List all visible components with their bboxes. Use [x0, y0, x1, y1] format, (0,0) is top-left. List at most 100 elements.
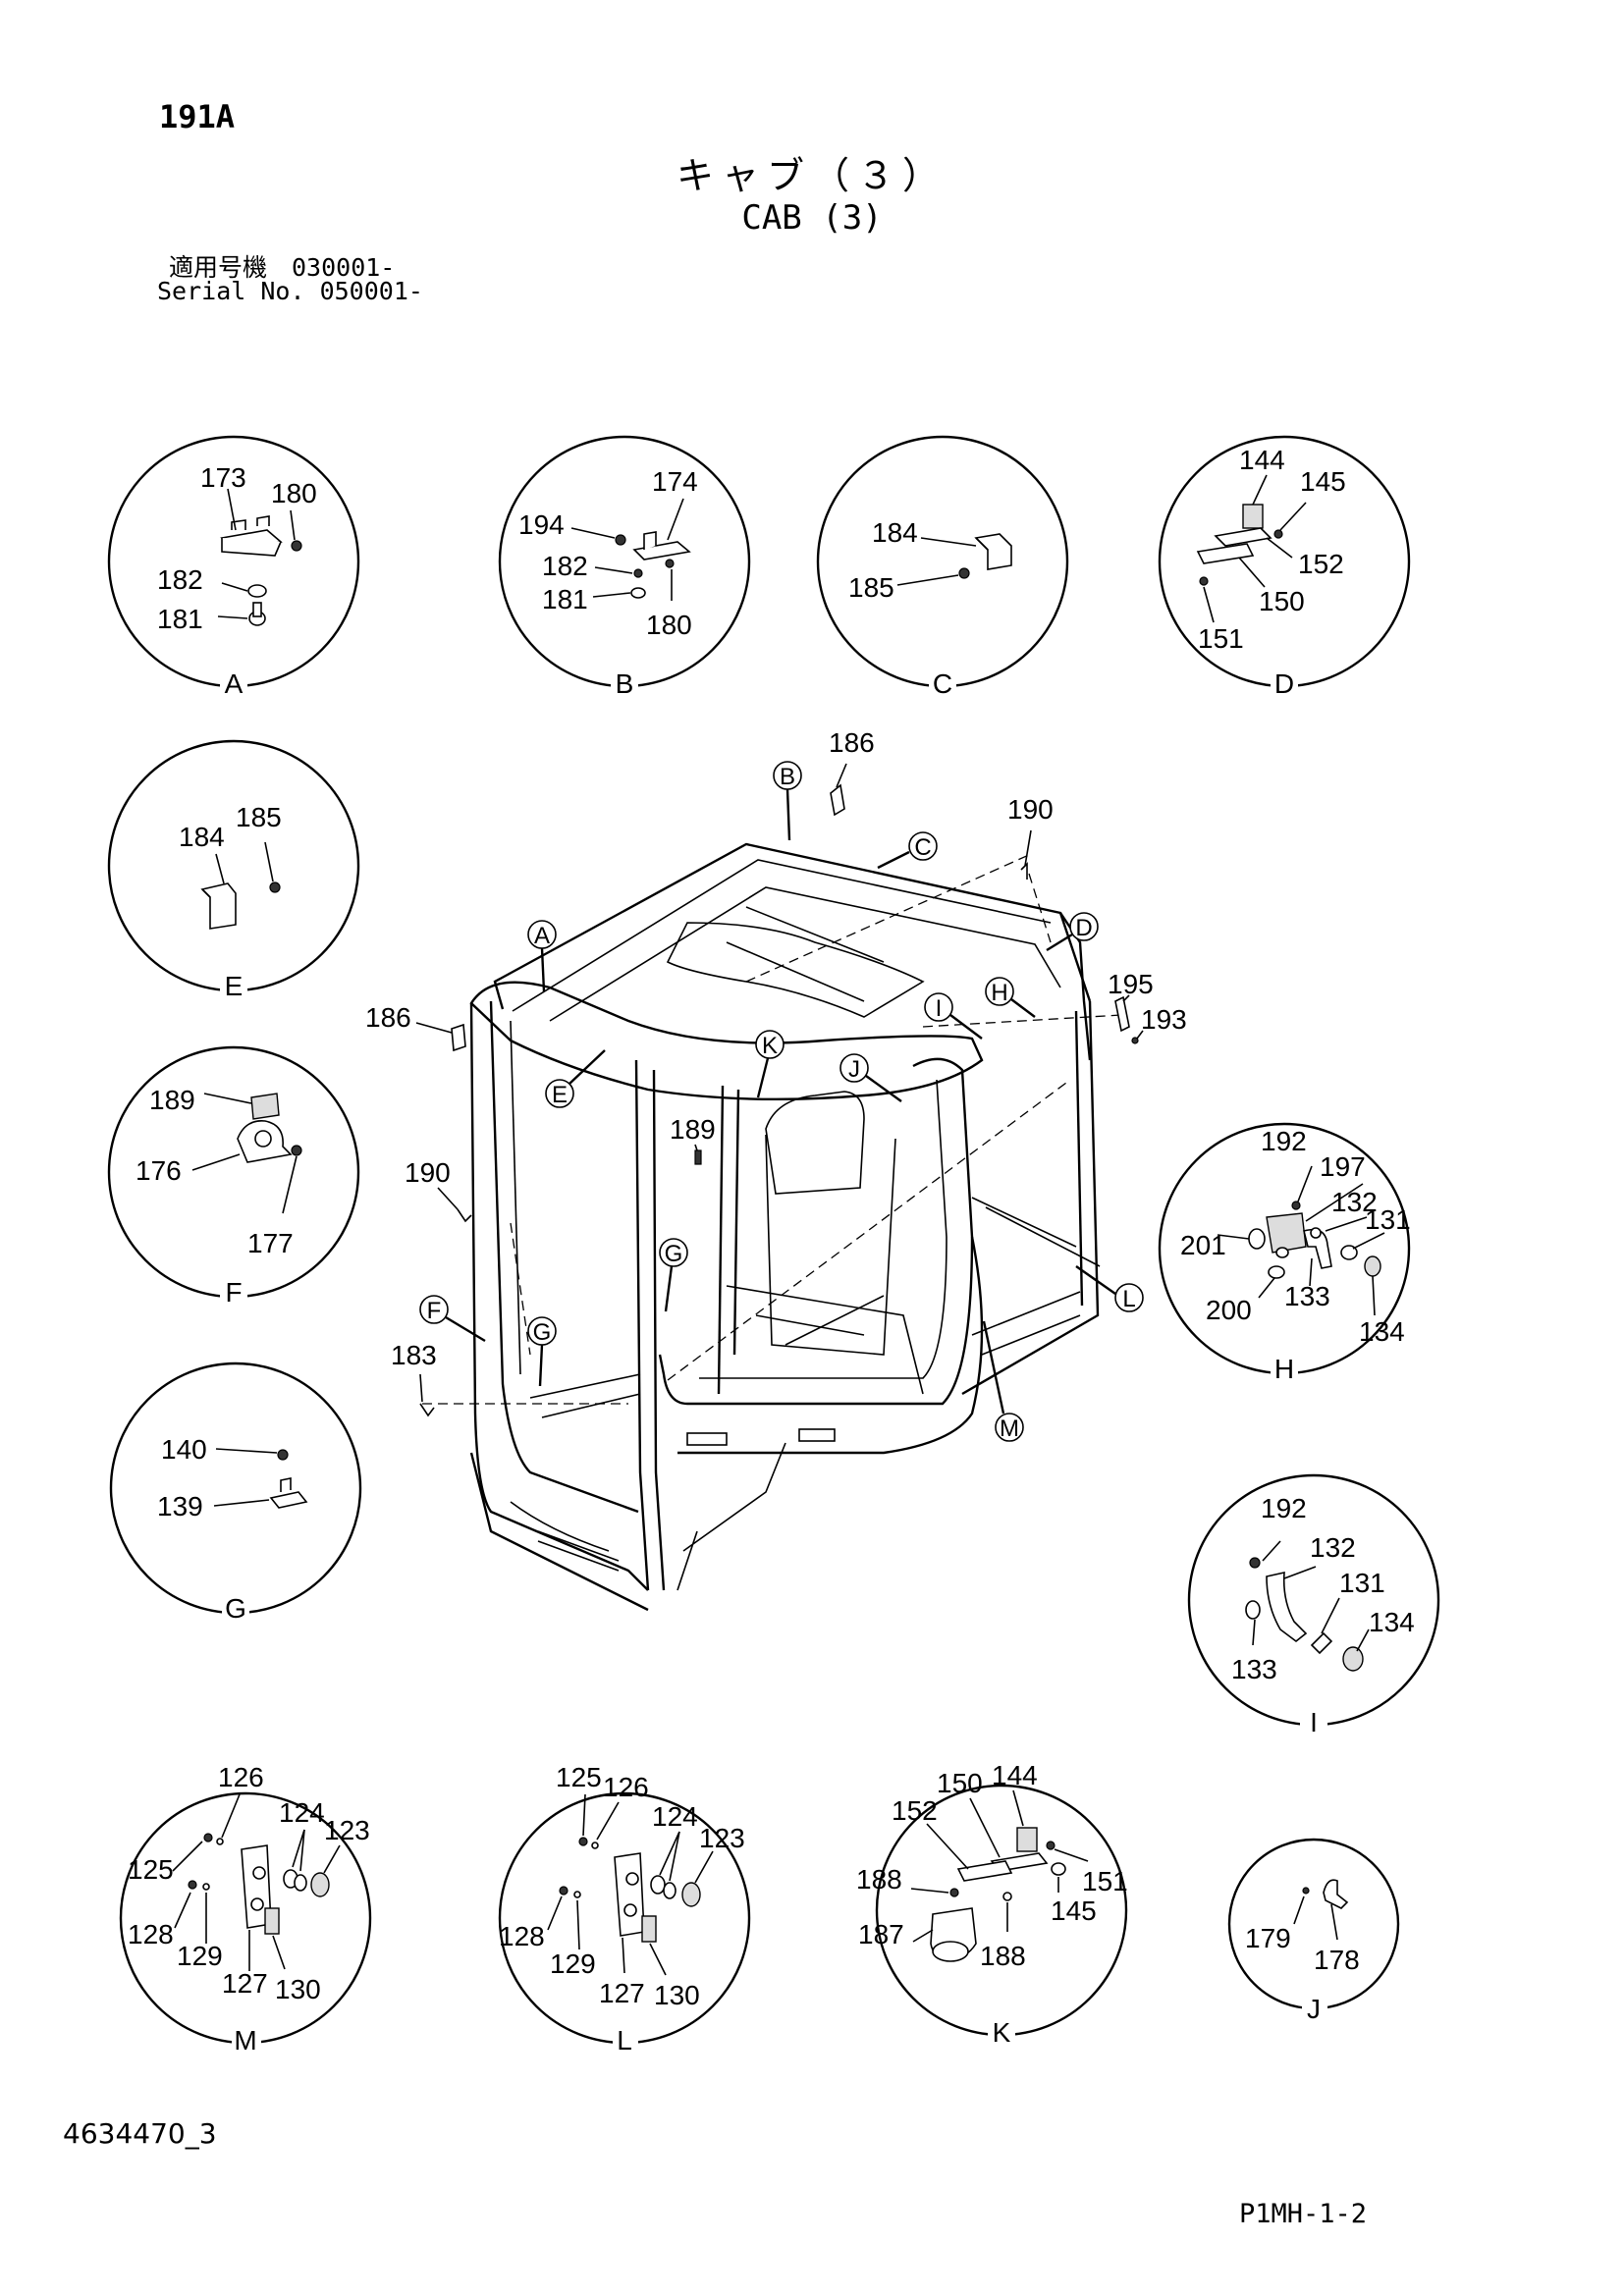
- part-number: 144: [1239, 445, 1285, 475]
- callout-m: M: [1000, 1415, 1019, 1442]
- part-number: 195: [1108, 969, 1154, 999]
- part-number: 194: [518, 509, 565, 540]
- part-number: 178: [1314, 1945, 1360, 1975]
- part-number: 185: [848, 572, 894, 603]
- part-number: 145: [1051, 1896, 1097, 1926]
- detail-k: K 144 150 152 188 151 145 187 188: [856, 1760, 1128, 2048]
- part-number: 124: [279, 1797, 325, 1828]
- part-number: 182: [157, 564, 203, 595]
- part-number: 129: [550, 1949, 596, 1979]
- part-number: 183: [391, 1340, 437, 1370]
- detail-label: H: [1274, 1354, 1294, 1384]
- detail-label: K: [993, 2017, 1011, 2048]
- callout-a: A: [534, 923, 550, 949]
- part-number: 152: [892, 1795, 938, 1826]
- callout-h: H: [991, 980, 1007, 1006]
- detail-label: D: [1274, 668, 1294, 699]
- detail-f: F 189 176 177: [107, 1045, 360, 1308]
- part-number: 190: [405, 1157, 451, 1188]
- part-number: 192: [1261, 1126, 1307, 1156]
- part-number: 134: [1359, 1316, 1405, 1347]
- part-number: 177: [247, 1228, 294, 1258]
- part-number: 130: [275, 1974, 321, 2004]
- part-number: 181: [542, 584, 588, 614]
- part-number: 188: [856, 1864, 902, 1895]
- part-number: 126: [218, 1762, 264, 1792]
- callout-b: B: [780, 764, 795, 790]
- detail-label: C: [933, 668, 952, 699]
- part-number: 139: [157, 1491, 203, 1522]
- detail-m: M 126 124 123 125 128 129 127 130: [119, 1762, 372, 2056]
- serial-range-en: Serial No. 050001-: [157, 277, 423, 305]
- detail-label: E: [225, 971, 244, 1001]
- part-number: 132: [1331, 1187, 1378, 1217]
- part-number: 173: [200, 462, 246, 493]
- detail-label: I: [1310, 1707, 1318, 1737]
- callout-k: K: [762, 1033, 778, 1059]
- part-number: 189: [149, 1085, 195, 1115]
- serial-range-jp: 適用号機 030001-: [169, 253, 396, 282]
- page-reference: P1MH-1-2: [1239, 2199, 1368, 2229]
- document-number: 4634470_3: [63, 2117, 217, 2150]
- detail-label: J: [1307, 1994, 1321, 2024]
- title-english: CAB (3): [741, 198, 883, 238]
- detail-i: I 192 132 131 134 133: [1187, 1473, 1440, 1737]
- part-number: 185: [236, 802, 282, 832]
- callout-f: F: [427, 1298, 442, 1324]
- detail-g: G 140 139: [109, 1362, 362, 1624]
- page-code: 191A: [159, 98, 236, 135]
- detail-label: G: [225, 1593, 246, 1624]
- detail-a: A 173 180 182 181: [107, 435, 360, 699]
- part-number: 150: [1259, 586, 1305, 616]
- detail-label: L: [617, 2025, 632, 2056]
- part-number: 184: [872, 517, 918, 548]
- part-number: 128: [499, 1921, 545, 1951]
- callout-j: J: [848, 1056, 860, 1083]
- part-number: 125: [556, 1762, 602, 1792]
- part-number: 193: [1141, 1004, 1187, 1035]
- part-number: 186: [365, 1002, 411, 1033]
- part-number: 200: [1206, 1295, 1252, 1325]
- part-number: 127: [222, 1968, 268, 1999]
- part-number: 152: [1298, 549, 1344, 579]
- part-number: 132: [1310, 1532, 1356, 1563]
- part-number: 180: [271, 478, 317, 508]
- part-number: 184: [179, 822, 225, 852]
- detail-label: F: [225, 1277, 242, 1308]
- part-number: 126: [603, 1772, 649, 1802]
- callout-l: L: [1122, 1286, 1135, 1312]
- callout-g-upper: G: [665, 1241, 683, 1267]
- part-number: 190: [1007, 794, 1054, 825]
- callout-e: E: [552, 1082, 568, 1108]
- part-number: 176: [135, 1155, 182, 1186]
- part-number: 186: [829, 727, 875, 758]
- part-number: 188: [980, 1941, 1026, 1971]
- callout-i: I: [936, 995, 943, 1022]
- part-number: 123: [324, 1815, 370, 1845]
- part-number: 179: [1245, 1923, 1291, 1953]
- part-number: 130: [654, 1980, 700, 2010]
- main-view-callouts: B C D A H I K J E G F G L M: [419, 761, 1144, 1442]
- part-number: 128: [128, 1919, 174, 1949]
- part-number: 131: [1365, 1204, 1411, 1235]
- part-number: 133: [1284, 1281, 1330, 1311]
- detail-label: B: [616, 668, 634, 699]
- detail-c: C 184 185: [816, 435, 1069, 699]
- part-number: 131: [1339, 1568, 1385, 1598]
- detail-e: E 184 185: [107, 739, 360, 1001]
- part-number: 123: [699, 1823, 745, 1853]
- part-number: 133: [1231, 1654, 1277, 1684]
- main-cab-view: [422, 842, 1122, 1612]
- part-number: 192: [1261, 1493, 1307, 1523]
- detail-label: A: [225, 668, 244, 699]
- part-number: 180: [646, 610, 692, 640]
- detail-j: J 179 178: [1227, 1838, 1400, 2024]
- part-number: 127: [599, 1978, 645, 2008]
- part-number: 129: [177, 1941, 223, 1971]
- part-number: 145: [1300, 466, 1346, 497]
- part-number: 151: [1198, 623, 1244, 654]
- callout-d: D: [1075, 915, 1092, 941]
- part-number: 134: [1369, 1607, 1415, 1637]
- part-number: 201: [1180, 1230, 1226, 1260]
